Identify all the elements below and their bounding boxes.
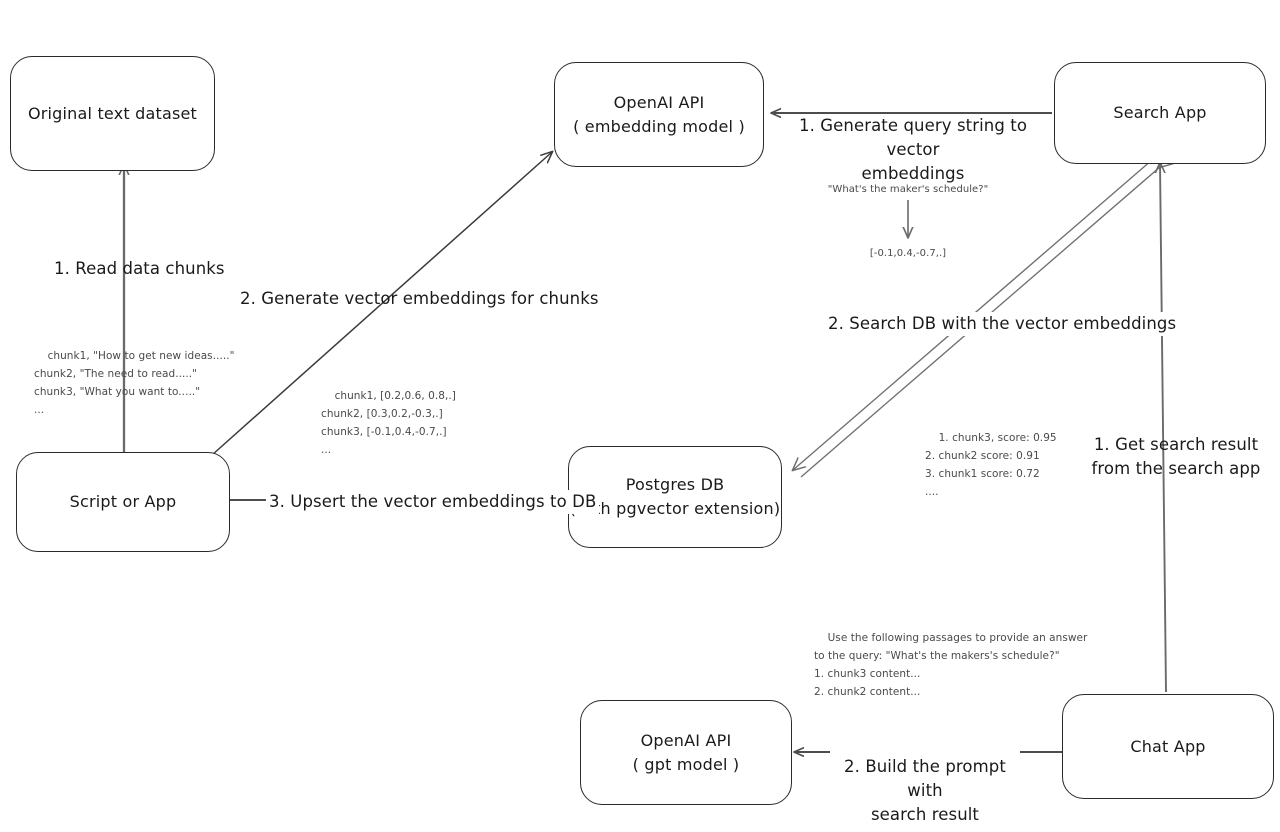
edge-label-build-prompt: 2. Build the prompt with search result (830, 731, 1020, 827)
note-prompt-text: Use the following passages to provide an… (814, 611, 1087, 719)
node-sublabel: (with pgvector extension) (569, 499, 781, 518)
note-text: Use the following passages to provide an… (814, 632, 1088, 699)
node-sublabel: ( embedding model ) (573, 116, 745, 136)
note-text: [-0.1,0.4,-0.7,.] (869, 248, 947, 259)
node-postgres-db[interactable]: Postgres DB (with pgvector extension) (568, 446, 782, 548)
note-chunk-embeddings: chunk1, [0.2,0.6, 0.8,.] chunk2, [0.3,0.… (321, 369, 456, 477)
node-openai-api-embedding[interactable]: OpenAI API ( embedding model ) (554, 62, 764, 167)
edge-label-search-db: 2. Search DB with the vector embeddings (826, 312, 1179, 336)
edge-label-text: 1. Read data chunks (54, 259, 225, 278)
node-original-text-dataset[interactable]: Original text dataset (10, 56, 215, 171)
node-search-app[interactable]: Search App (1054, 62, 1266, 164)
edge-label-generate-vector-embeddings: 2. Generate vector embeddings for chunks (240, 287, 599, 311)
edge-label-text: 2. Search DB with the vector embeddings (828, 314, 1177, 333)
edge-label-text: 1. Get search result from the search app (1091, 434, 1261, 478)
note-source-chunks: chunk1, "How to get new ideas....." chun… (34, 329, 235, 437)
note-text: "What's the maker's schedule?" (827, 184, 989, 195)
edge-label-text: 2. Build the prompt with search result (844, 756, 1006, 824)
edge-label-upsert-to-db: 3. Upsert the vector embeddings to DB (266, 490, 600, 514)
edge-label-generate-query-string: 1. Generate query string to vector embed… (789, 90, 1037, 186)
note-query-vector: [-0.1,0.4,-0.7,.] (838, 245, 978, 262)
node-label: Chat App (1130, 736, 1206, 756)
node-chat-app[interactable]: Chat App (1062, 694, 1274, 799)
edge-label-read-data-chunks: 1. Read data chunks (54, 257, 225, 281)
node-label: Postgres DB (625, 475, 725, 494)
edge-label-text: 3. Upsert the vector embeddings to DB (269, 492, 597, 511)
node-label: OpenAI API (613, 92, 705, 112)
edge-label-text: 1. Generate query string to vector embed… (798, 115, 1028, 183)
node-openai-api-gpt[interactable]: OpenAI API ( gpt model ) (580, 700, 792, 805)
note-search-results: 1. chunk3, score: 0.95 2. chunk2 score: … (925, 411, 1057, 519)
node-label: Script or App (69, 492, 177, 511)
node-label: Original text dataset (27, 103, 198, 123)
note-query-string: "What's the maker's schedule?" (808, 181, 1008, 198)
node-label: OpenAI API (640, 730, 732, 750)
note-text: chunk1, [0.2,0.6, 0.8,.] chunk2, [0.3,0.… (321, 390, 456, 457)
note-text: 1. chunk3, score: 0.95 2. chunk2 score: … (925, 432, 1057, 499)
edge-label-text: 2. Generate vector embeddings for chunks (240, 289, 599, 308)
node-script-or-app[interactable]: Script or App (16, 452, 230, 552)
edge-label-get-search-result: 1. Get search result from the search app (1086, 409, 1266, 481)
node-sublabel: ( gpt model ) (632, 754, 740, 774)
note-text: chunk1, "How to get new ideas....." chun… (34, 350, 235, 417)
node-label: Search App (1113, 103, 1207, 122)
